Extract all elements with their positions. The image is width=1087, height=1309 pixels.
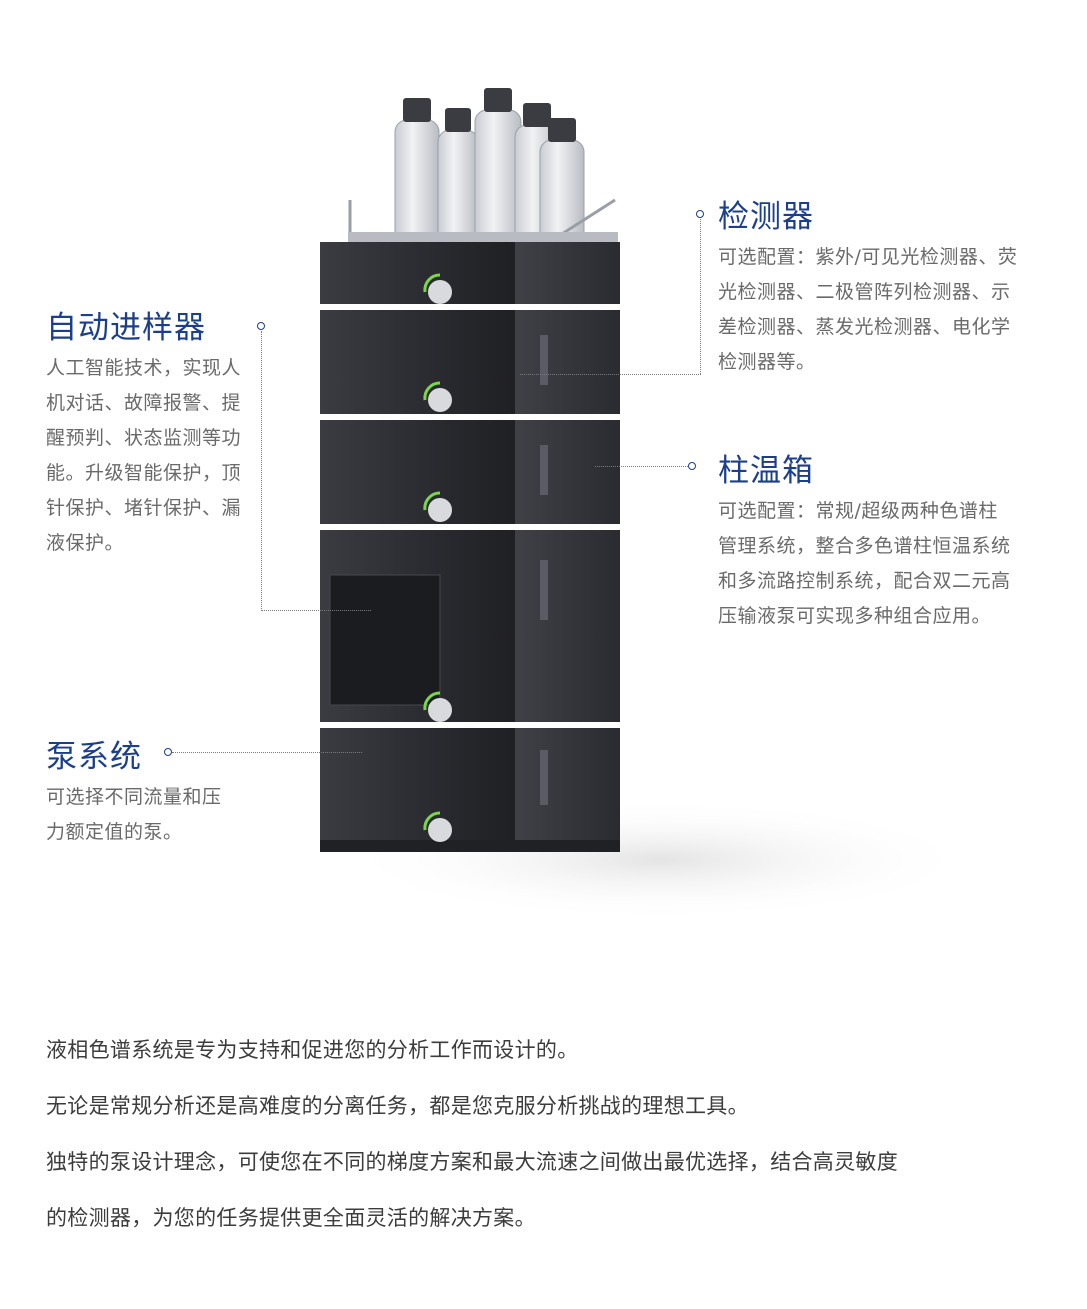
pump-title: 泵系统 xyxy=(46,739,142,775)
detector-title: 检测器 xyxy=(718,199,814,235)
detector-leader-horizontal xyxy=(520,374,701,375)
autosampler-leader-horizontal xyxy=(261,610,371,611)
description-line: 独特的泵设计理念，可使您在不同的梯度方案和最大流速之间做出最优选择，结合高灵敏度 xyxy=(46,1150,898,1174)
detector-description: 可选配置：紫外/可见光检测器、荧 光检测器、二极管阵列检测器、示 差检测器、蒸发… xyxy=(718,246,1018,373)
hplc-instrument-image xyxy=(320,88,970,920)
module-stack xyxy=(320,242,620,852)
description-text: 液相色谱系统是专为支持和促进您的分析工作而设计的。 无论是常规分析还是高难度的分… xyxy=(46,1022,1046,1246)
column-oven-marker xyxy=(688,462,696,470)
description-line: 无论是常规分析还是高难度的分离任务，都是您克服分析挑战的理想工具。 xyxy=(46,1094,749,1118)
column-oven-callout: 柱温箱 可选配置：常规/超级两种色谱柱 管理系统，整合多色谱柱恒温系统 和多流路… xyxy=(718,452,1011,634)
pump-description: 可选择不同流量和压 力额定值的泵。 xyxy=(46,786,222,843)
autosampler-leader-vertical xyxy=(261,331,262,611)
column-oven-leader xyxy=(595,466,688,467)
pump-marker xyxy=(164,748,172,756)
detector-leader-vertical xyxy=(700,219,701,374)
pump-leader xyxy=(172,752,362,753)
description-line: 的检测器，为您的任务提供更全面灵活的解决方案。 xyxy=(46,1206,536,1230)
detector-marker xyxy=(696,210,704,218)
autosampler-callout: 自动进样器 人工智能技术，实现人 机对话、故障报警、提 醒预判、状态监测等功 能… xyxy=(46,309,241,561)
solvent-bottles xyxy=(394,88,585,251)
column-oven-description: 可选配置：常规/超级两种色谱柱 管理系统，整合多色谱柱恒温系统 和多流路控制系统… xyxy=(718,500,1011,627)
autosampler-title: 自动进样器 xyxy=(46,310,206,346)
autosampler-marker xyxy=(257,322,265,330)
autosampler-description: 人工智能技术，实现人 机对话、故障报警、提 醒预判、状态监测等功 能。升级智能保… xyxy=(46,357,242,554)
pump-callout: 泵系统 可选择不同流量和压 力额定值的泵。 xyxy=(46,738,222,850)
column-oven-title: 柱温箱 xyxy=(718,453,814,489)
detector-callout: 检测器 可选配置：紫外/可见光检测器、荧 光检测器、二极管阵列检测器、示 差检测… xyxy=(718,198,1017,380)
description-line: 液相色谱系统是专为支持和促进您的分析工作而设计的。 xyxy=(46,1038,579,1062)
